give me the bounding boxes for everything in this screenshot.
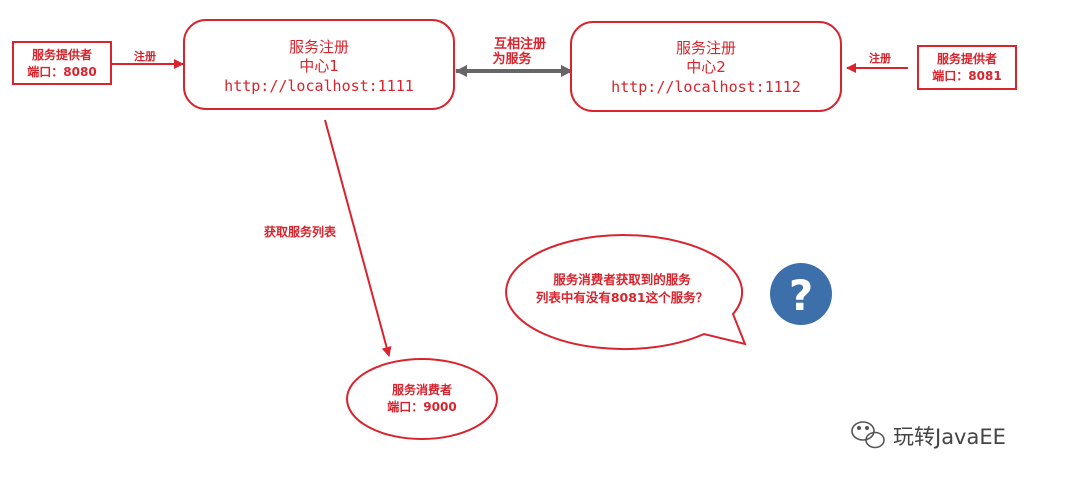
provider-8081-port: 端口：8081: [932, 68, 1001, 83]
registry-2-url: http://localhost:1112: [611, 78, 801, 96]
provider-8080-port: 端口：8080: [27, 64, 96, 79]
register-label-left: 注册: [134, 49, 156, 63]
registry-center-2-node: 服务注册 中心2 http://localhost:1112: [570, 21, 842, 112]
fetch-list-arrow: [324, 119, 392, 357]
question-speech-bubble: 服务消费者获取到的服务 列表中有没有8081这个服务？: [505, 234, 747, 351]
fetch-list-label: 获取服务列表: [263, 224, 337, 239]
question-mark-glyph: ?: [789, 271, 813, 320]
question-line1: 服务消费者获取到的服务: [553, 272, 691, 287]
mutual-label-line2: 为服务: [492, 51, 532, 67]
provider-8081-node: 服务提供者 端口：8081: [917, 45, 1017, 90]
consumer-9000-node: 服务消费者 端口：9000: [346, 358, 498, 440]
wechat-watermark: 玩转JavaEE: [851, 421, 1006, 449]
consumer-title: 服务消费者: [392, 382, 452, 397]
provider-8080-title: 服务提供者: [32, 47, 92, 62]
provider-8080-node: 服务提供者 端口：8080: [12, 41, 112, 85]
register-label-right: 注册: [869, 51, 891, 65]
watermark-text: 玩转JavaEE: [893, 425, 1006, 449]
provider-8081-title: 服务提供者: [937, 51, 997, 66]
registry-1-name: 中心1: [299, 57, 339, 75]
question-mark-icon: ?: [770, 263, 832, 325]
question-line2: 列表中有没有8081这个服务？: [536, 290, 708, 305]
wechat-icon: [851, 421, 885, 449]
registry-2-name: 中心2: [686, 58, 726, 76]
registry-1-title: 服务注册: [289, 38, 349, 56]
registry-center-1-node: 服务注册 中心1 http://localhost:1111: [183, 19, 455, 110]
consumer-port: 端口：9000: [387, 399, 456, 414]
registry-2-title: 服务注册: [676, 39, 736, 57]
mutual-label-line1: 互相注册: [494, 36, 546, 52]
registry-1-url: http://localhost:1111: [224, 77, 414, 95]
